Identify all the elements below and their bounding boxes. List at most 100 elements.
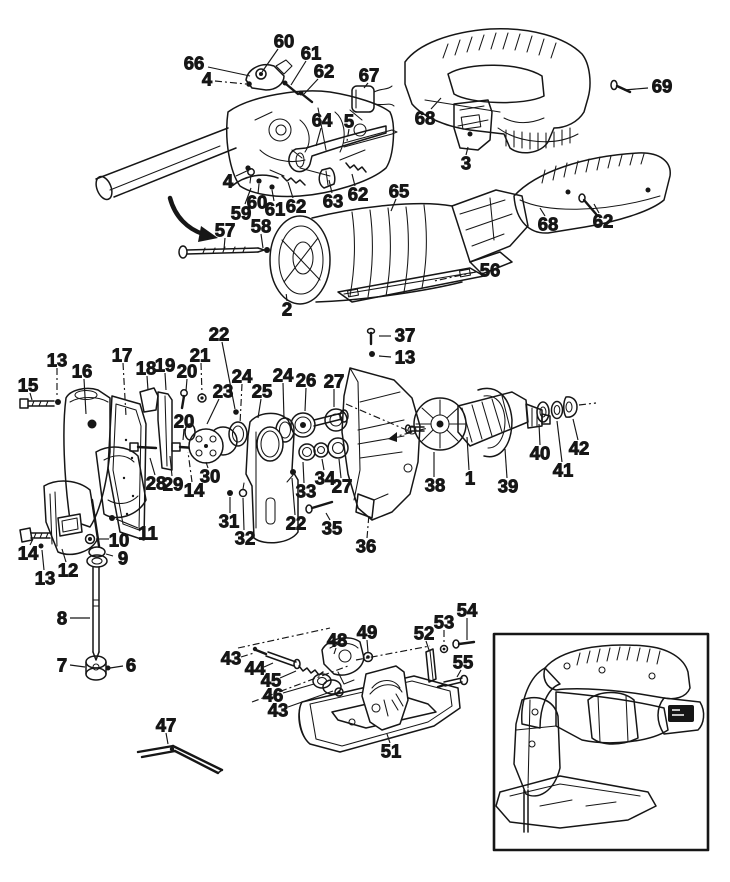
part-number-label: 44 (245, 658, 266, 679)
part-number-label: 63 (323, 191, 344, 212)
leader-line (187, 451, 193, 483)
leader-line (433, 271, 477, 282)
part-number-label: 10 (109, 530, 130, 551)
leader-line (623, 87, 649, 91)
leader-line (279, 670, 297, 679)
part-number-label: 4 (202, 69, 213, 90)
assembled-saw-inset (492, 632, 710, 852)
armature-assembly-drawing (404, 387, 597, 458)
part-number-label: 1 (465, 468, 475, 489)
leader-line (235, 168, 252, 177)
part-number-label: 60 (274, 31, 295, 52)
leader-line (282, 382, 285, 420)
leader-line (165, 732, 169, 745)
part-number-label: 54 (457, 600, 478, 621)
part-number-label: 53 (434, 612, 455, 633)
part-number-label: 14 (18, 543, 39, 564)
leader-line (285, 291, 288, 302)
motor-assembly-drawing (178, 189, 529, 305)
part-number-label: 18 (136, 358, 157, 379)
part-number-label: 66 (184, 53, 205, 74)
leader-line (260, 233, 264, 249)
leader-line (425, 640, 430, 651)
part-number-label: 9 (118, 548, 128, 569)
part-number-label: 47 (156, 715, 177, 736)
leader-line (169, 455, 173, 477)
leader-line (244, 187, 252, 205)
leader-line (290, 60, 307, 86)
part-number-label: 28 (146, 473, 167, 494)
leader-line (304, 387, 307, 412)
leader-line (182, 428, 185, 441)
part-number-label: 68 (538, 214, 559, 235)
part-number-label: 27 (332, 476, 353, 497)
part-number-label: 41 (553, 460, 574, 481)
leader-line (572, 418, 579, 441)
leader-line (261, 48, 279, 73)
part-number-label: 13 (395, 347, 416, 368)
leader-line (109, 665, 124, 669)
leader-line (239, 383, 243, 425)
leader-line (363, 82, 369, 89)
part-number-label: 20 (174, 411, 195, 432)
part-number-label: 52 (414, 623, 435, 644)
part-number-label: 8 (57, 608, 67, 629)
part-number-label: 42 (569, 438, 590, 459)
leader-line (282, 683, 315, 694)
leader-line (149, 457, 156, 476)
part-number-label: 7 (57, 655, 67, 676)
leader-line (351, 173, 356, 187)
part-number-label: 3 (461, 153, 471, 174)
part-number-label: 61 (265, 199, 286, 220)
leader-line (378, 355, 392, 358)
part-number-label: 19 (155, 355, 176, 376)
leader-line (122, 362, 127, 417)
leader-line (338, 458, 342, 479)
part-number-label: 24 (273, 365, 294, 386)
part-number-label: 11 (138, 523, 158, 544)
blade-wrench-drawing (136, 744, 224, 775)
part-number-label: 62 (286, 196, 307, 217)
part-number-label: 5 (344, 111, 354, 132)
part-number-label: 61 (301, 43, 322, 64)
part-number-label: 67 (359, 65, 380, 86)
inset-border (492, 632, 710, 852)
leader-line (593, 203, 600, 214)
part-number-label: 30 (200, 466, 221, 487)
leader-line (386, 733, 391, 744)
part-number-label: 57 (215, 220, 236, 241)
leader-line (346, 128, 350, 142)
gear-housing-assembly-drawing (95, 59, 398, 242)
part-number-label: 69 (652, 76, 673, 97)
part-number-label: 22 (209, 324, 230, 345)
part-number-label: 48 (327, 630, 348, 651)
leader-line (164, 372, 167, 391)
leader-line (207, 66, 251, 77)
leader-line (321, 458, 325, 471)
leader-line (223, 237, 226, 250)
leader-line (465, 146, 469, 156)
leader-line (366, 639, 369, 653)
leader-line (271, 189, 275, 202)
part-number-label: 40 (530, 443, 551, 464)
leader-line (29, 392, 33, 401)
part-number-label: 6 (126, 655, 136, 676)
leader-line (146, 375, 149, 391)
part-number-label: 60 (247, 192, 268, 213)
part-number-label: 62 (314, 61, 335, 82)
leader-line (221, 341, 236, 410)
part-number-label: 49 (357, 622, 378, 643)
part-number-label: 45 (261, 670, 282, 691)
part-number-label: 27 (324, 371, 345, 392)
part-number-label: 33 (296, 481, 317, 502)
part-number-label: 13 (47, 350, 68, 371)
part-number-label: 21 (190, 345, 211, 366)
part-number-label: 51 (381, 741, 402, 762)
part-number-label: 43 (221, 648, 242, 669)
leader-line (315, 127, 322, 147)
part-number-label: 15 (18, 375, 39, 396)
part-number-label: 64 (312, 110, 333, 131)
